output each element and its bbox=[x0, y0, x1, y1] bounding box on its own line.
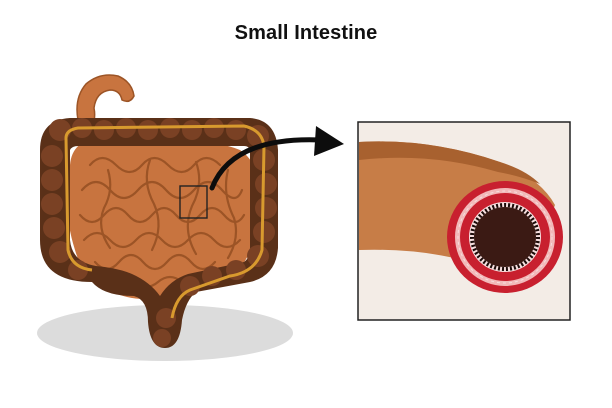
cross-section-inset bbox=[357, 121, 571, 321]
small-intestine bbox=[66, 137, 259, 299]
large-intestine bbox=[40, 74, 278, 348]
diagram-title: Small Intestine bbox=[234, 22, 378, 44]
curved-arrow-icon bbox=[209, 126, 344, 191]
zoom-box bbox=[179, 185, 208, 219]
